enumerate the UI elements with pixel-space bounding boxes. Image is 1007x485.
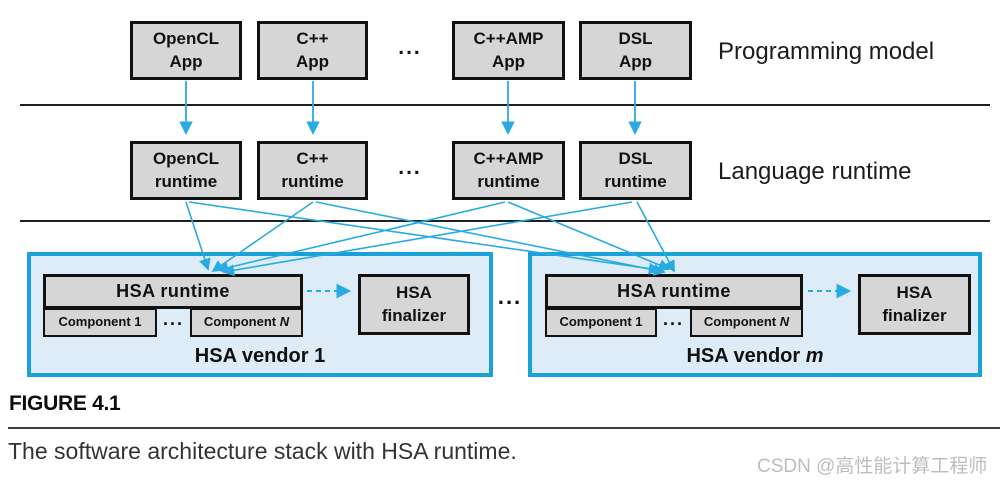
caption-divider bbox=[8, 427, 1000, 429]
opencl-app-box: OpenCL App bbox=[130, 21, 242, 80]
vendor-row-ellipsis: ... bbox=[497, 284, 523, 309]
vendorm-hsa-runtime-box: HSA runtime bbox=[545, 274, 803, 309]
app-row-ellipsis: ... bbox=[398, 36, 422, 59]
vendorm-hsa-finalizer-box: HSA finalizer bbox=[858, 274, 971, 335]
cpp-runtime-box: C++ runtime bbox=[257, 141, 368, 200]
vendor1-name-label: HSA vendor 1 bbox=[194, 345, 326, 367]
vendorm-name-label: HSA vendor m bbox=[686, 345, 824, 367]
dsl-runtime-line1: DSL bbox=[618, 149, 653, 169]
vendorm-finalizer-line2: finalizer bbox=[882, 305, 947, 325]
opencl-app-line1: OpenCL bbox=[152, 29, 220, 49]
vendor1-finalizer-line1: HSA bbox=[396, 283, 432, 303]
programming-model-label: Programming model bbox=[718, 38, 935, 65]
layer-divider-2 bbox=[20, 220, 990, 222]
opencl-app-line2: App bbox=[169, 51, 203, 71]
vendor1-finalizer-line2: finalizer bbox=[381, 305, 447, 325]
app-to-runtime-arrows bbox=[179, 81, 642, 136]
figure-number-label: FIGURE 4.1 bbox=[9, 392, 121, 415]
language-runtime-label: Language runtime bbox=[718, 158, 912, 185]
opencl-runtime-box: OpenCL runtime bbox=[130, 141, 242, 200]
csdn-watermark: CSDN @高性能计算工程师 bbox=[757, 456, 988, 477]
vendorm-component-n-label: Component N bbox=[703, 314, 790, 330]
cppamp-runtime-line2: runtime bbox=[477, 171, 540, 191]
cppamp-app-box: C++AMP App bbox=[452, 21, 565, 80]
cpp-app-line2: App bbox=[295, 51, 330, 71]
cppamp-app-line2: App bbox=[491, 51, 526, 71]
vendor1-component-n-label: Component N bbox=[203, 314, 290, 330]
opencl-runtime-line2: runtime bbox=[154, 171, 218, 191]
layer-divider-1 bbox=[20, 104, 990, 106]
vendor1-component-ellipsis: ... bbox=[162, 309, 184, 329]
dsl-app-box: DSL App bbox=[579, 21, 692, 80]
cpp-runtime-line1: C++ bbox=[296, 149, 329, 169]
cpp-runtime-line2: runtime bbox=[281, 171, 344, 191]
dsl-app-line1: DSL bbox=[618, 29, 653, 49]
cppamp-runtime-box: C++AMP runtime bbox=[452, 141, 565, 200]
figure-caption: The software architecture stack with HSA… bbox=[8, 438, 517, 464]
cppamp-runtime-line1: C++AMP bbox=[473, 149, 544, 169]
vendor1-hsa-runtime-box: HSA runtime bbox=[43, 274, 303, 309]
vendor1-component-n-box: Component N bbox=[190, 308, 303, 337]
cpp-app-line1: C++ bbox=[296, 29, 329, 49]
opencl-runtime-line1: OpenCL bbox=[152, 149, 220, 169]
cpp-app-box: C++ App bbox=[257, 21, 368, 80]
dsl-runtime-line2: runtime bbox=[604, 171, 667, 191]
cppamp-app-line1: C++AMP bbox=[473, 29, 544, 49]
dsl-app-line2: App bbox=[618, 51, 653, 71]
vendorm-component-ellipsis: ... bbox=[662, 309, 684, 329]
vendor1-component-1-box: Component 1 bbox=[43, 308, 157, 337]
runtime-row-ellipsis: ... bbox=[398, 156, 422, 179]
vendor1-hsa-finalizer-box: HSA finalizer bbox=[358, 274, 470, 335]
vendorm-component-n-box: Component N bbox=[690, 308, 803, 337]
vendorm-finalizer-line1: HSA bbox=[896, 283, 933, 303]
vendorm-component-1-box: Component 1 bbox=[545, 308, 657, 337]
dsl-runtime-box: DSL runtime bbox=[579, 141, 692, 200]
